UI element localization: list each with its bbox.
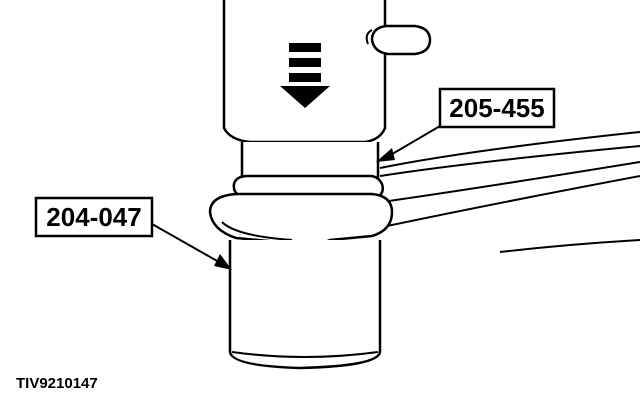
press-direction-arrow-icon (280, 43, 330, 108)
knob-icon (370, 24, 432, 56)
figure-id: TIV9210147 (16, 375, 98, 392)
callout-installer-label: 205-455 (449, 93, 544, 123)
receiver-cup (228, 240, 382, 370)
control-arm (208, 131, 640, 253)
callout-receiver-box (34, 196, 154, 238)
callout-installer-box (438, 87, 556, 129)
callout-receiver-label: 204-047 (46, 202, 141, 232)
callout-receiver: 204-047 (34, 196, 232, 270)
callout-installer: 205-455 (376, 87, 556, 162)
press-ram (222, 0, 432, 144)
